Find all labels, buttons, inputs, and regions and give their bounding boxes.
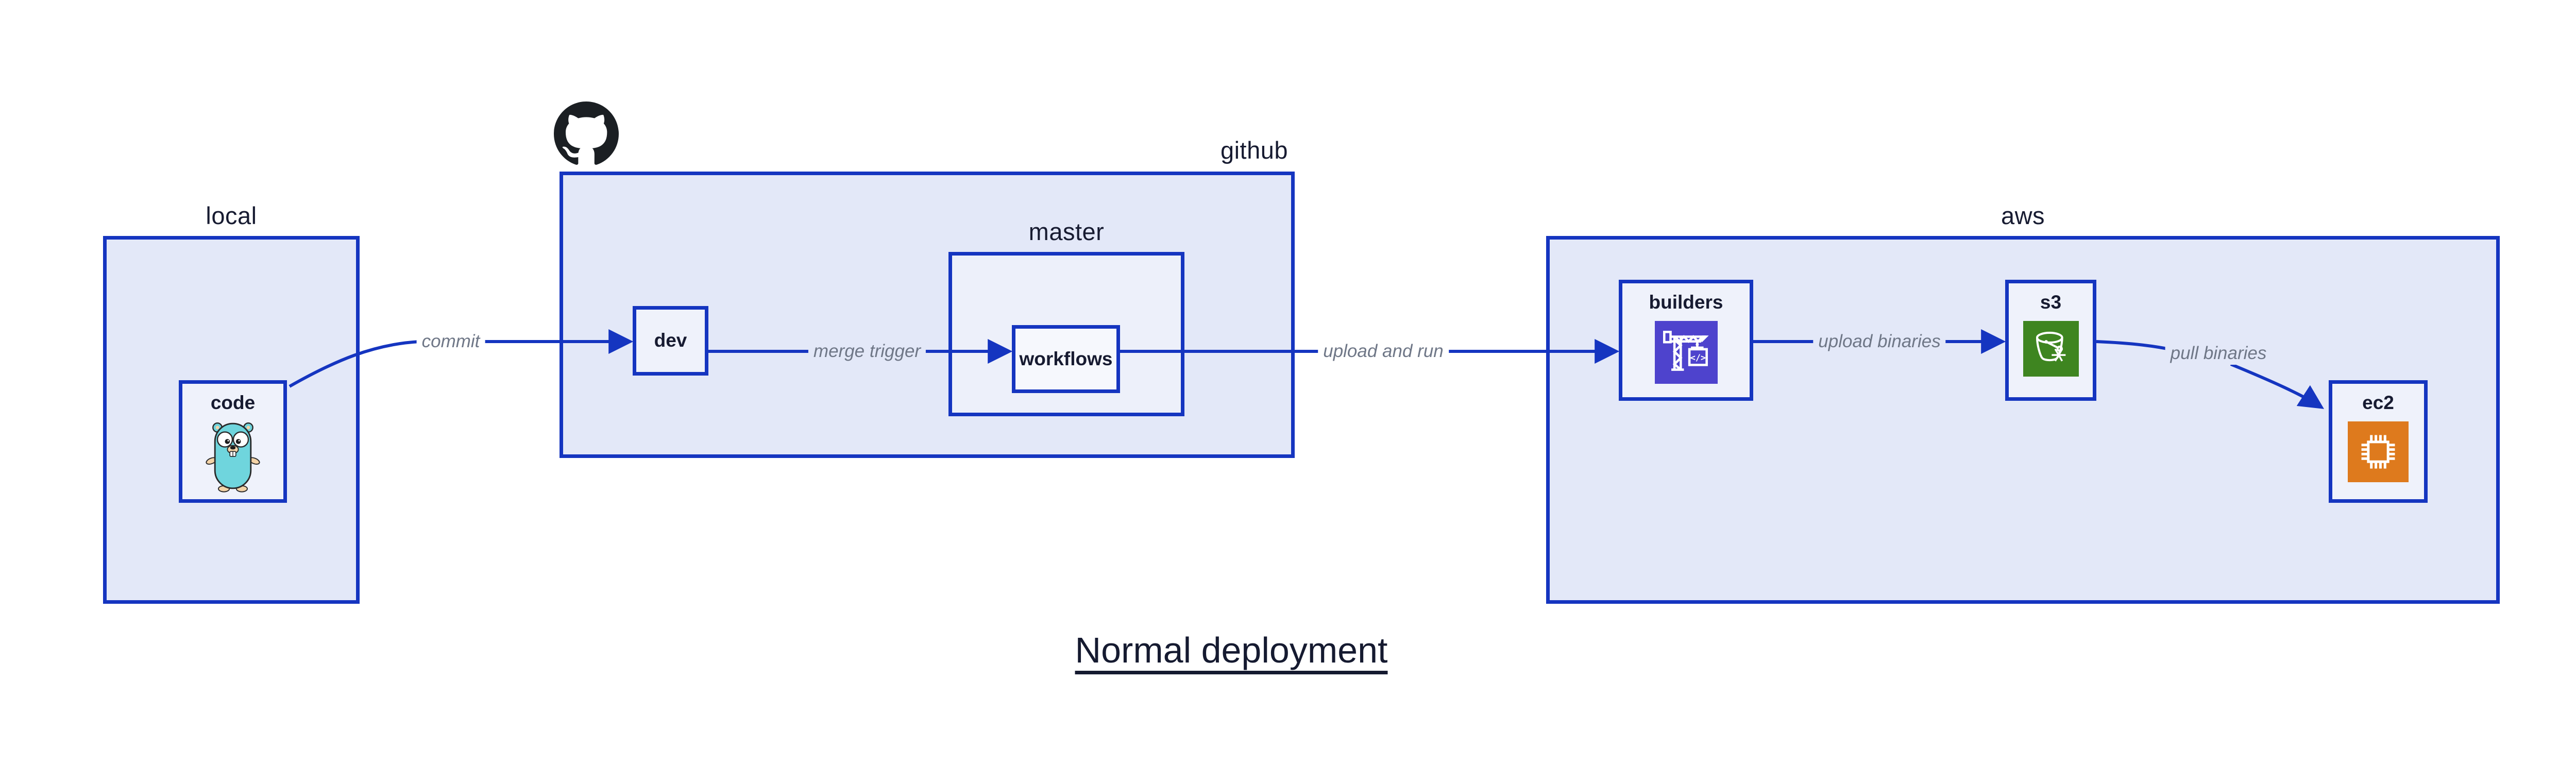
node-dev: dev: [633, 306, 708, 376]
node-code: code: [179, 380, 287, 503]
container-label-github: github: [1220, 137, 1288, 164]
container-label-aws: aws: [2001, 202, 2045, 229]
edge-pull-binaries-line-end: [2230, 363, 2325, 409]
edge-label-upload-and-run: upload and run: [1318, 340, 1449, 363]
svg-text:</>: </>: [1690, 352, 1705, 363]
node-dev-label: dev: [654, 330, 687, 351]
edge-label-upload-binaries: upload binaries: [1813, 330, 1946, 353]
go-gopher-icon: [206, 422, 260, 493]
aws-s3-glacier-bucket-icon: [2023, 320, 2079, 377]
container-label-local: local: [206, 202, 257, 229]
node-builders-label: builders: [1649, 292, 1723, 313]
container-label-master: master: [1028, 218, 1105, 245]
edge-label-merge-trigger: merge trigger: [808, 340, 926, 363]
node-s3-label: s3: [2040, 292, 2062, 313]
node-ec2-label: ec2: [2362, 392, 2394, 413]
github-octocat-icon: [554, 101, 619, 165]
diagram-title: Normal deployment: [1075, 630, 1388, 670]
node-workflows-label: workflows: [1019, 348, 1113, 369]
edge-pull-binaries-line-start: [2096, 340, 2176, 352]
edge-label-commit: commit: [416, 330, 485, 353]
edge-commit-line: [289, 329, 634, 388]
node-workflows: workflows: [1012, 325, 1120, 393]
node-code-label: code: [210, 392, 256, 413]
aws-ec2-chip-icon: [2348, 421, 2409, 482]
node-ec2: ec2: [2329, 380, 2428, 503]
edge-label-pull-binaries: pull binaries: [2165, 342, 2272, 365]
aws-codebuild-crane-icon: </>: [1654, 320, 1718, 384]
node-s3: s3: [2005, 280, 2096, 401]
node-builders: builders </>: [1619, 280, 1753, 401]
